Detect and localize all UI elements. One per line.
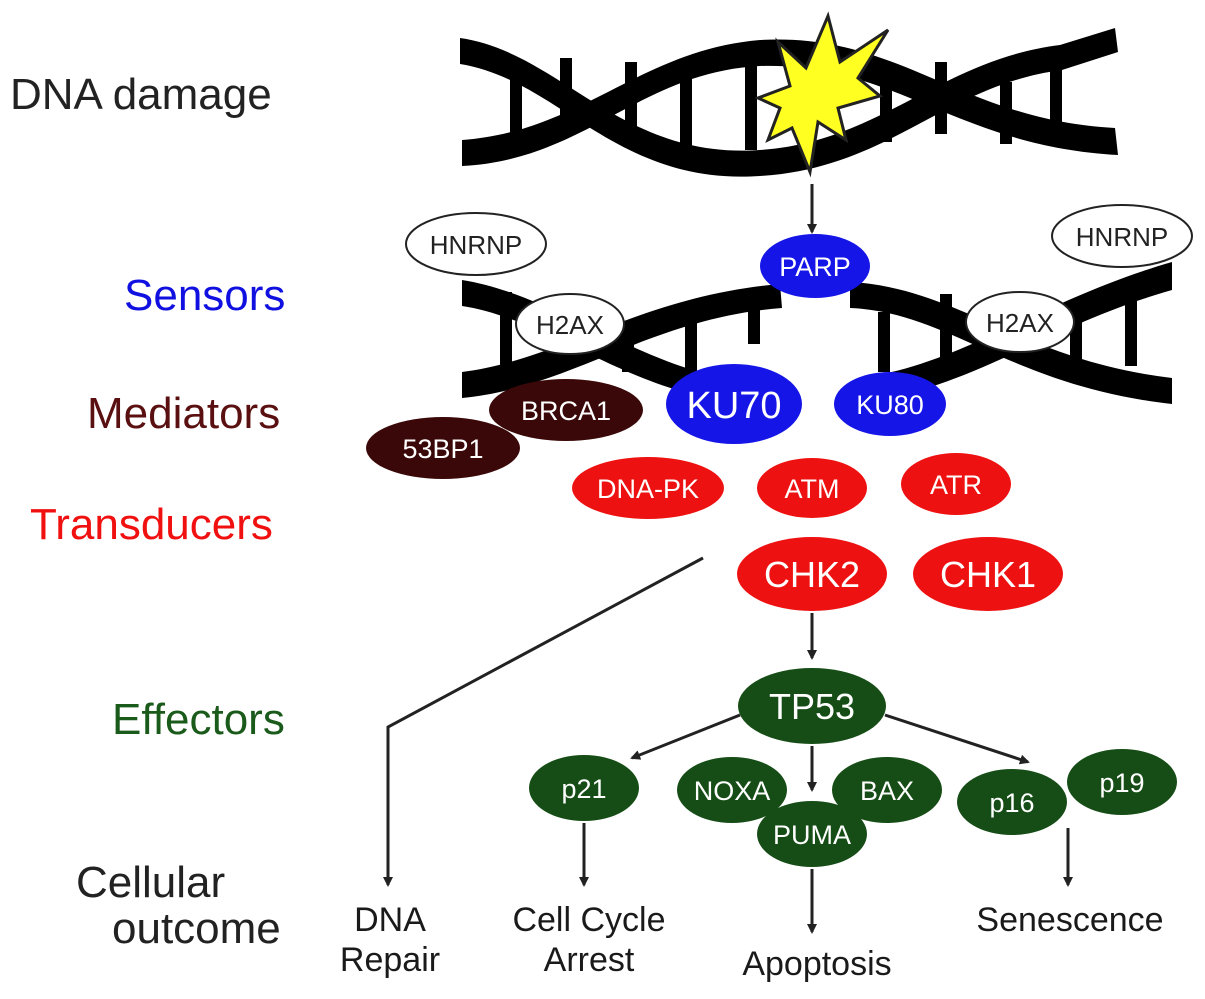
svg-text:H2AX: H2AX	[536, 310, 604, 340]
tp53-node: TP53	[738, 668, 886, 744]
damage-star-icon	[754, 11, 890, 178]
atm-node: ATM	[757, 458, 867, 518]
svg-text:BRCA1: BRCA1	[521, 396, 611, 426]
p19-node: p19	[1067, 749, 1177, 815]
outcome-cell-cycle-arrest: Cell Cycle Arrest	[484, 900, 694, 980]
svg-text:ATM: ATM	[785, 474, 840, 504]
arrow-to-dna-repair	[383, 556, 704, 887]
svg-text:PARP: PARP	[779, 252, 851, 282]
ku70-node: KU70	[666, 364, 802, 444]
bax-node: BAX	[832, 757, 942, 823]
svg-text:p16: p16	[989, 788, 1034, 818]
brca1-node: BRCA1	[489, 379, 643, 441]
svg-text:PUMA: PUMA	[773, 820, 851, 850]
svg-text:p21: p21	[561, 774, 606, 804]
hnrnp-right-node: HNRNP	[1051, 204, 1193, 268]
dnapk-node: DNA-PK	[572, 457, 724, 519]
svg-text:53BP1: 53BP1	[402, 434, 483, 464]
stage-label-mediators: Mediators	[87, 389, 281, 438]
h2ax-right-node: H2AX	[965, 291, 1075, 353]
parp-node: PARP	[760, 234, 870, 298]
outcome-dna-repair-line1: DNA	[354, 901, 426, 939]
p21-node: p21	[529, 755, 639, 821]
stage-label-transducers: Transducers	[30, 500, 273, 549]
h2ax-left-node: H2AX	[515, 293, 625, 355]
stage-label-cellular: Cellular	[76, 858, 226, 907]
hnrnp-left-node: HNRNP	[405, 212, 547, 276]
outcome-cell-cycle-line2: Arrest	[543, 941, 635, 979]
ku80-node: KU80	[834, 372, 946, 436]
outcome-cell-cycle-line1: Cell Cycle	[512, 901, 666, 939]
svg-text:CHK2: CHK2	[764, 554, 860, 595]
svg-text:NOXA: NOXA	[694, 776, 771, 806]
noxa-node: NOXA	[677, 757, 787, 823]
outcome-senescence-text: Senescence	[976, 901, 1164, 939]
svg-text:TP53: TP53	[769, 686, 855, 727]
outcome-apoptosis: Apoptosis	[712, 944, 922, 984]
stage-label-outcome: outcome	[112, 904, 281, 953]
svg-text:KU70: KU70	[686, 385, 781, 427]
chk1-node: CHK1	[913, 537, 1063, 611]
outcome-senescence: Senescence	[950, 900, 1190, 940]
arrow-tp53-to-p21	[630, 713, 741, 760]
outcome-apoptosis-text: Apoptosis	[742, 945, 892, 983]
p16-node: p16	[957, 769, 1067, 835]
svg-text:HNRNP: HNRNP	[430, 230, 522, 260]
53bp1-node: 53BP1	[366, 417, 520, 479]
svg-text:BAX: BAX	[860, 776, 914, 806]
svg-text:KU80: KU80	[856, 390, 924, 420]
svg-text:CHK1: CHK1	[940, 554, 1036, 595]
stage-label-effectors: Effectors	[112, 695, 285, 744]
svg-text:DNA-PK: DNA-PK	[597, 474, 699, 504]
outcome-dna-repair: DNA Repair	[320, 900, 460, 980]
svg-text:p19: p19	[1099, 768, 1144, 798]
chk2-node: CHK2	[737, 537, 887, 611]
atr-node: ATR	[901, 453, 1011, 515]
outcome-dna-repair-line2: Repair	[339, 941, 441, 979]
arrow-tp53-to-p16	[884, 713, 1030, 765]
svg-text:ATR: ATR	[930, 470, 982, 500]
svg-text:HNRNP: HNRNP	[1076, 222, 1168, 252]
svg-text:H2AX: H2AX	[986, 308, 1054, 338]
puma-node: PUMA	[757, 801, 867, 867]
stage-label-dna-damage: DNA damage	[10, 70, 272, 119]
stage-label-sensors: Sensors	[124, 271, 286, 320]
